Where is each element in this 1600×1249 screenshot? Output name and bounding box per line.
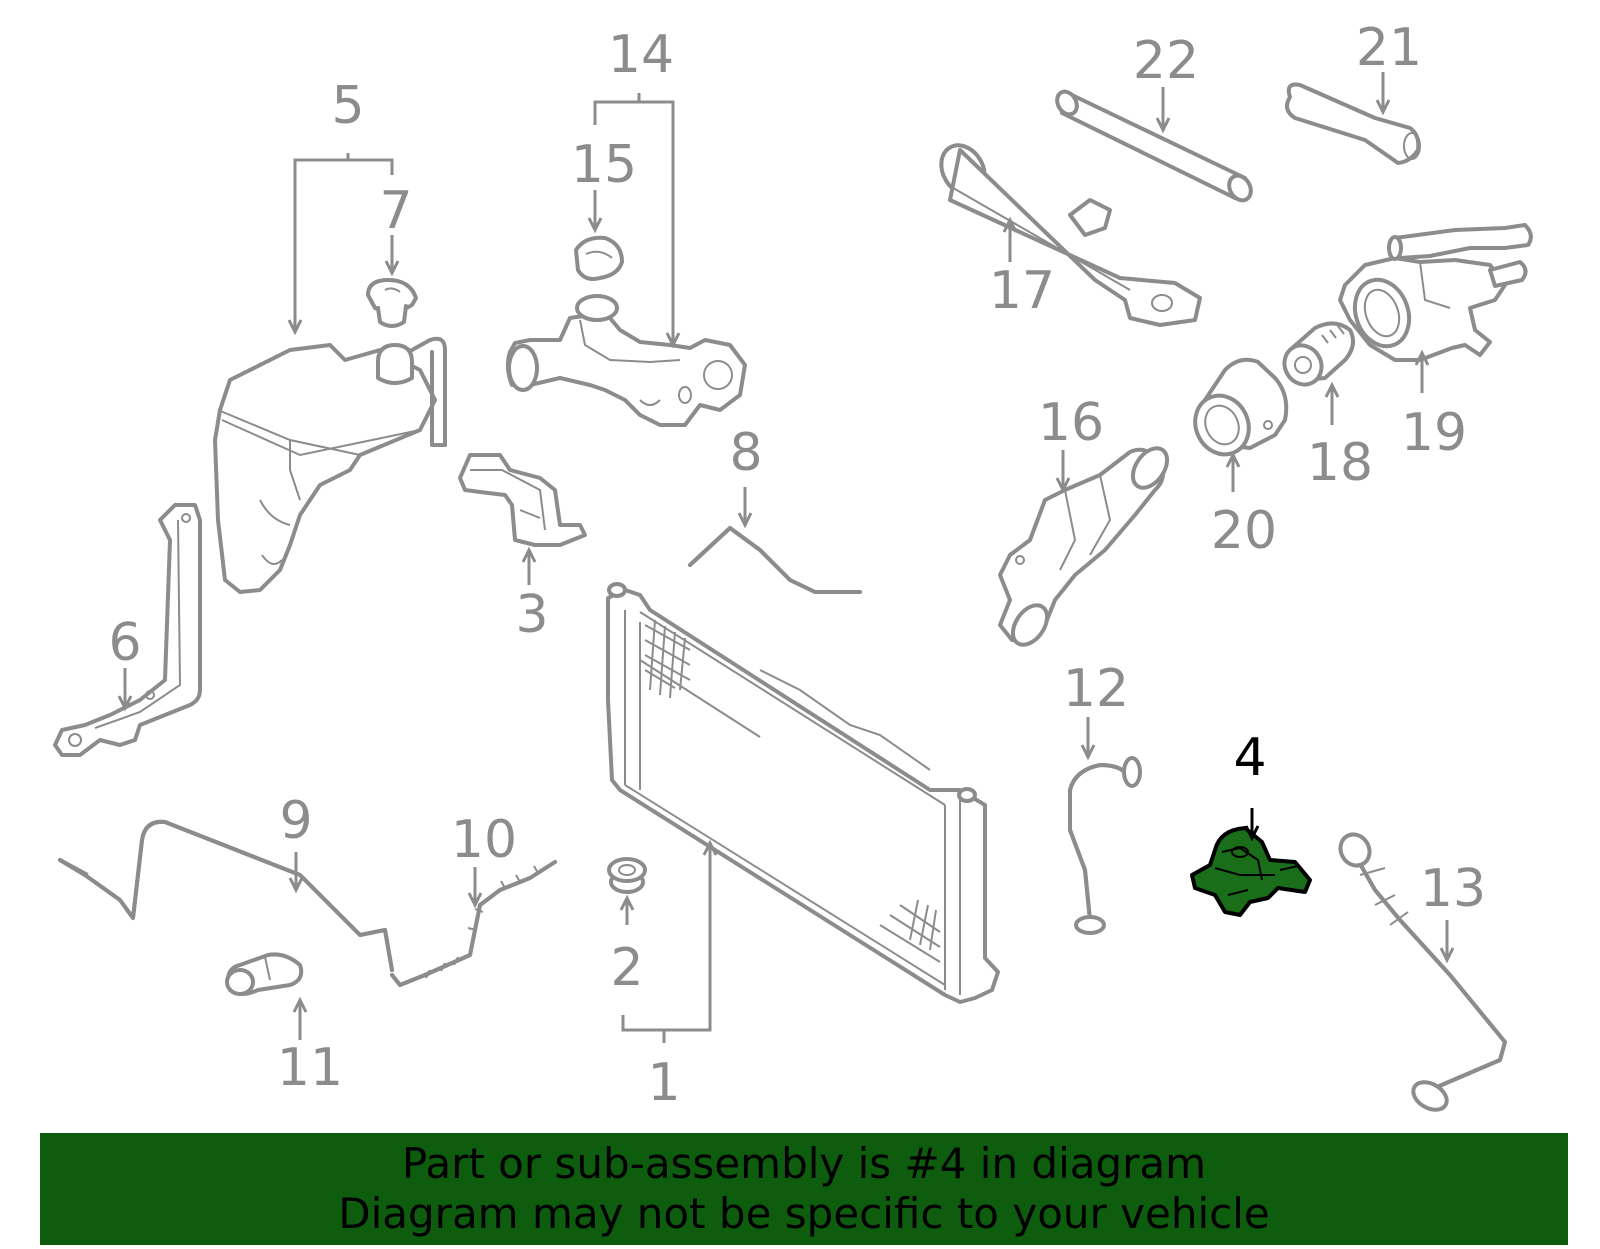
part-5-reservoir-tank[interactable] <box>213 336 447 594</box>
part-21-hose[interactable] <box>1284 82 1421 165</box>
part-13-lower-hose[interactable] <box>1335 829 1507 1115</box>
part-3-bracket[interactable] <box>458 453 587 547</box>
part-8-small-hose[interactable] <box>688 526 862 594</box>
callout-20: 20 <box>1211 501 1277 561</box>
callout-2: 2 <box>610 938 643 998</box>
callout-labels: 1 2 3 4 5 6 7 8 9 10 11 12 13 14 15 16 1… <box>108 18 1486 1113</box>
callout-12: 12 <box>1063 659 1129 719</box>
callout-17: 17 <box>989 261 1055 321</box>
part-12-upper-hose[interactable] <box>1068 756 1142 935</box>
part-4-highlighted[interactable] <box>1190 826 1312 917</box>
part-10-cooler-line[interactable] <box>390 860 557 987</box>
part-14-filler-neck[interactable] <box>505 294 747 427</box>
callout-10: 10 <box>451 810 517 870</box>
part-1-radiator[interactable] <box>606 582 1000 1004</box>
callout-22: 22 <box>1133 31 1199 91</box>
banner-line-1: Part or sub-assembly is #4 in diagram <box>401 1139 1207 1188</box>
callout-16: 16 <box>1038 393 1104 453</box>
callout-4: 4 <box>1233 728 1266 788</box>
callout-1: 1 <box>647 1053 680 1113</box>
callout-7: 7 <box>379 181 412 241</box>
callout-21: 21 <box>1356 18 1422 78</box>
banner-line-2: Diagram may not be specific to your vehi… <box>338 1189 1270 1238</box>
part-15-filler-cap[interactable] <box>574 235 624 281</box>
part-18-thermostat[interactable] <box>1277 321 1356 391</box>
callout-18: 18 <box>1307 433 1373 493</box>
callout-15: 15 <box>571 135 637 195</box>
leader-lines <box>117 72 1455 1043</box>
callout-5: 5 <box>331 76 364 136</box>
callout-6: 6 <box>108 613 141 673</box>
callout-13: 13 <box>1420 859 1486 919</box>
part-20-thermostat-cover[interactable] <box>1186 357 1289 463</box>
info-banner: Part or sub-assembly is #4 in diagram Di… <box>40 1133 1568 1245</box>
part-19-thermostat-housing[interactable] <box>1338 223 1533 362</box>
callout-14: 14 <box>608 25 674 85</box>
callout-8: 8 <box>729 423 762 483</box>
part-11-clip[interactable] <box>225 952 304 996</box>
part-16-water-outlet[interactable] <box>998 442 1174 651</box>
part-9-cooler-line[interactable] <box>58 819 394 972</box>
callout-19: 19 <box>1401 403 1467 463</box>
part-7-reservoir-cap[interactable] <box>366 278 418 328</box>
part-17-water-pipe[interactable] <box>933 137 1202 327</box>
part-2-grommet[interactable] <box>607 857 647 894</box>
part-6-bracket[interactable] <box>53 503 202 757</box>
callout-11: 11 <box>277 1038 343 1098</box>
part-22-pipe[interactable] <box>1053 88 1255 204</box>
callout-9: 9 <box>279 791 312 851</box>
callout-3: 3 <box>515 585 548 645</box>
